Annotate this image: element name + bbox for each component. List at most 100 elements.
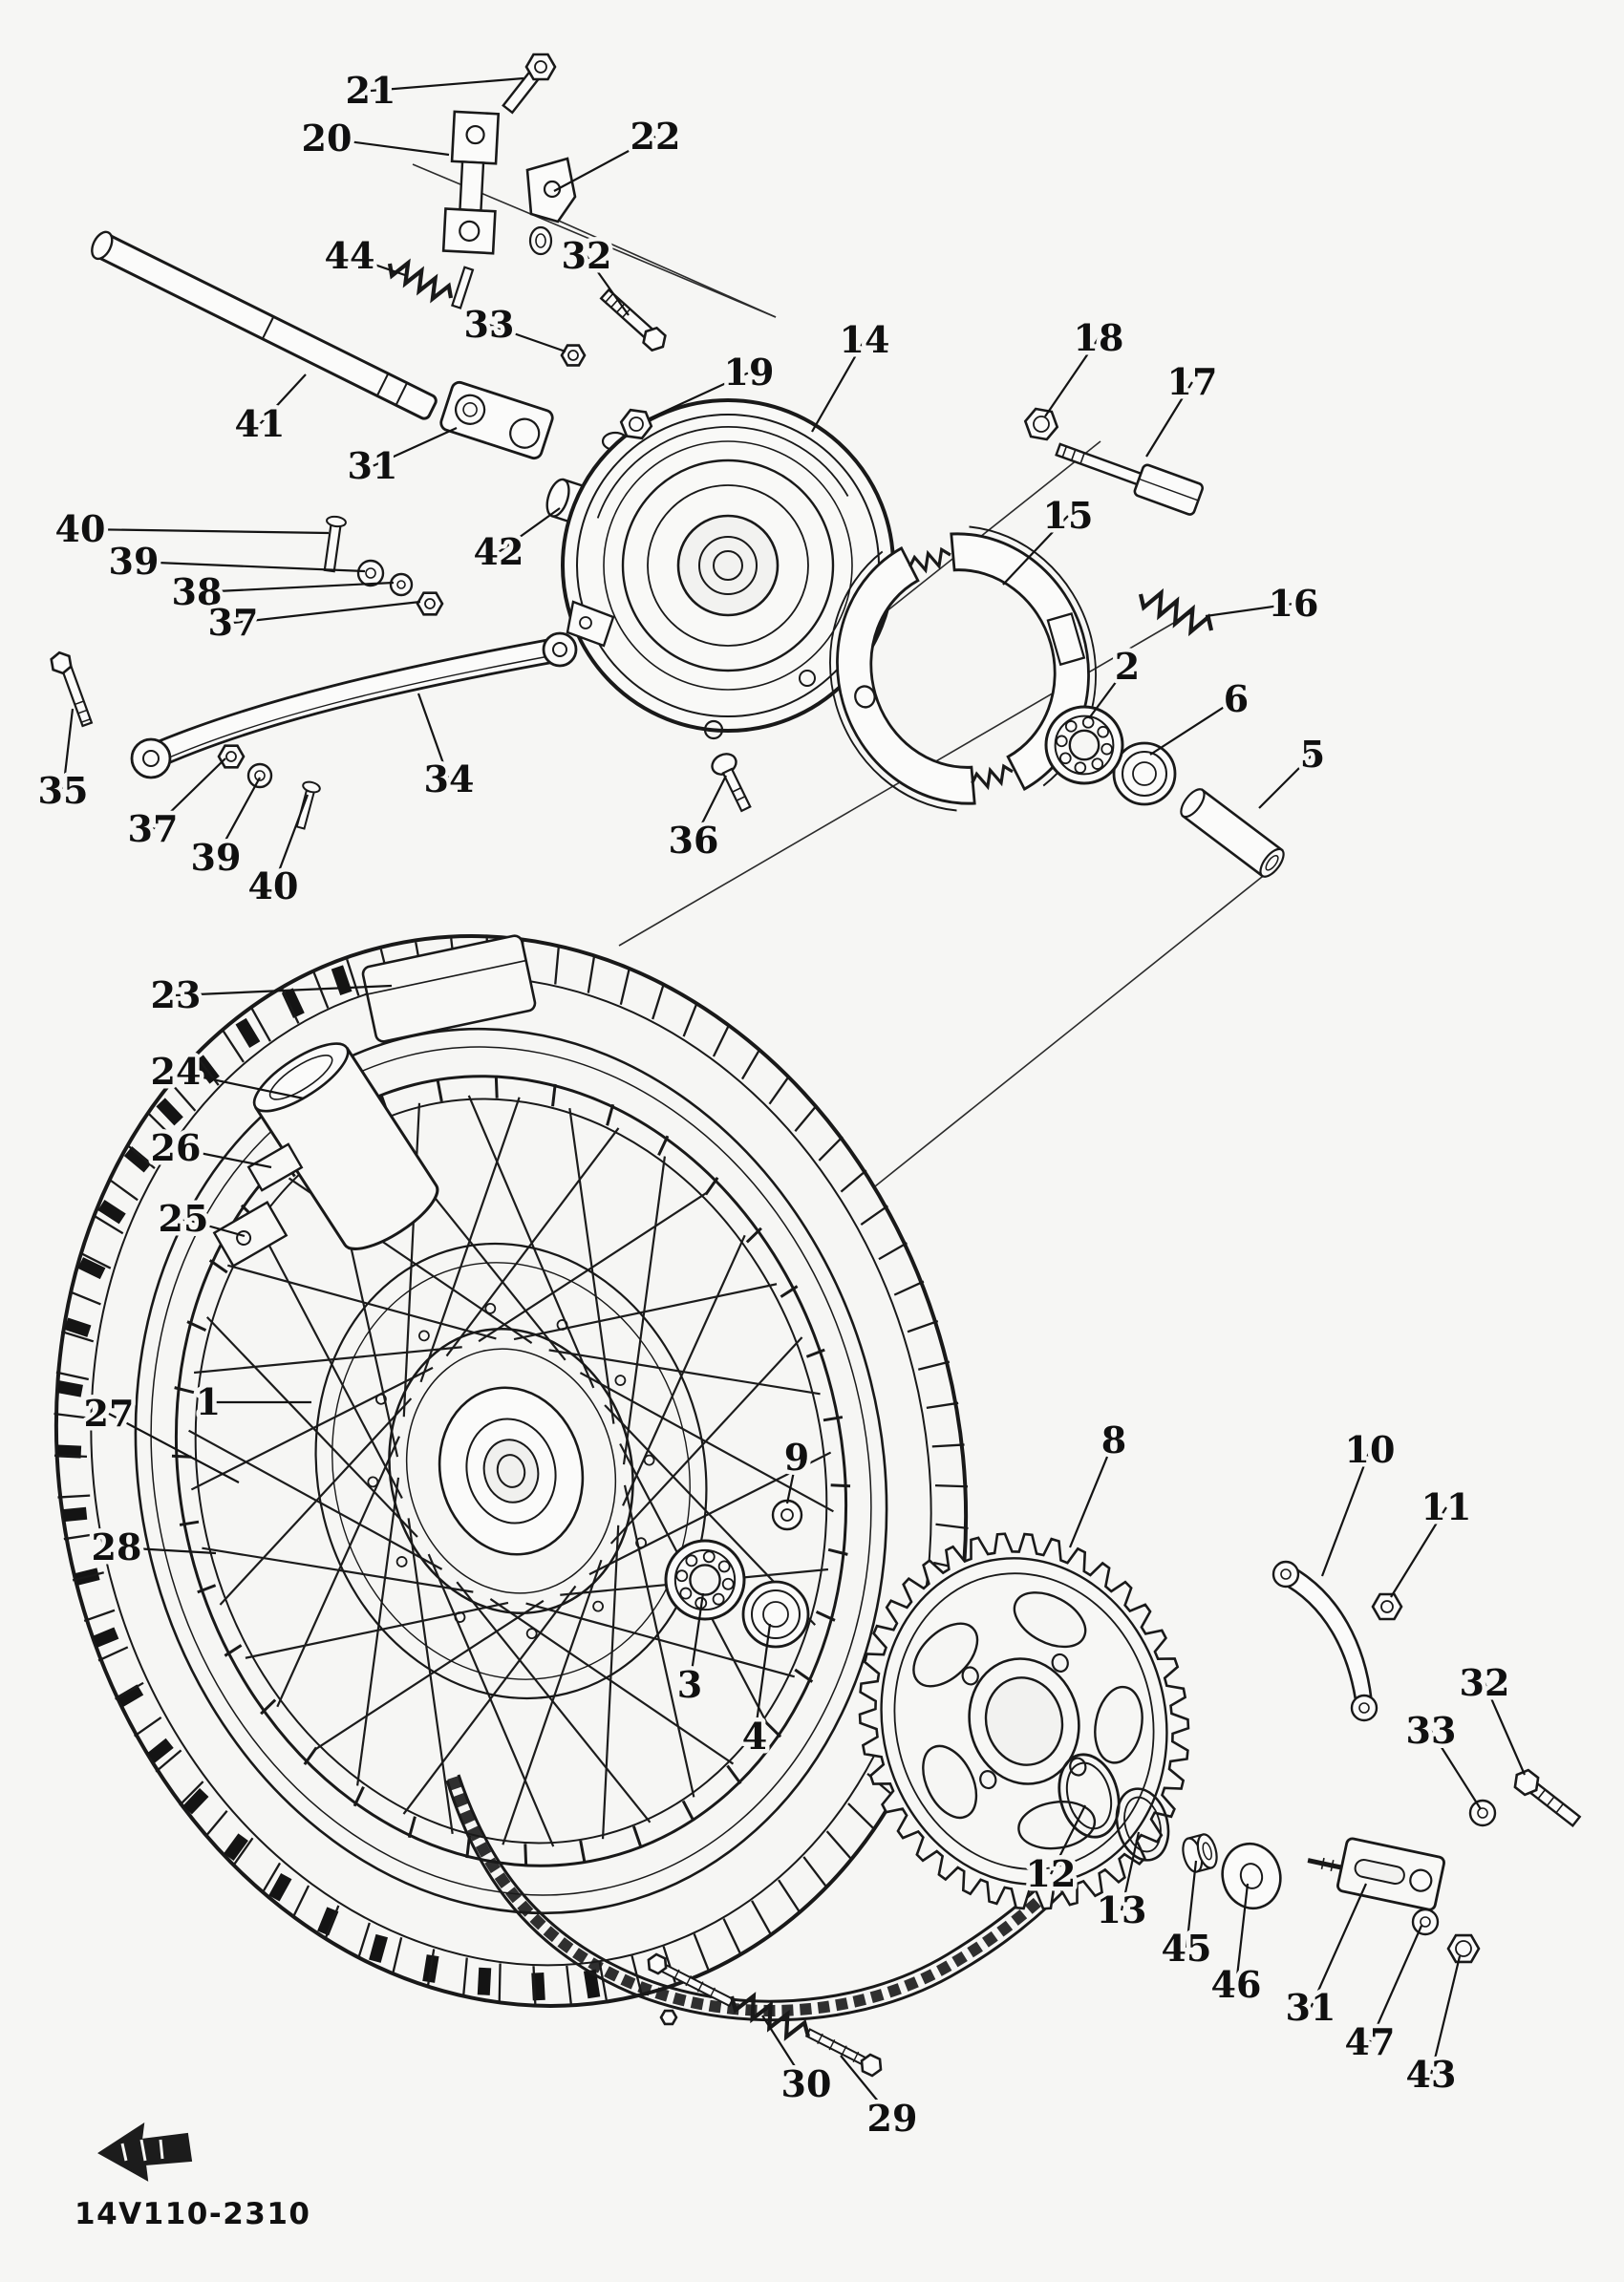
callout-leader-9	[785, 1457, 799, 1504]
lightening-hole	[1013, 1591, 1087, 1649]
spoke	[609, 1336, 803, 1545]
spoke-nipple	[551, 1083, 557, 1107]
rim-inner	[194, 1098, 828, 1845]
callout-15: 15	[1043, 494, 1094, 537]
tread-tick	[204, 1810, 228, 1838]
tread-tick	[53, 1412, 87, 1419]
diagram-code: 14V110-2310	[75, 2197, 311, 2231]
tread-knob	[531, 1972, 545, 2001]
tread-tick	[97, 1646, 129, 1662]
tread-tick	[935, 1523, 969, 1530]
callout-leader-14	[811, 339, 865, 433]
callout-leader-37	[232, 600, 421, 625]
callout-leader-4	[753, 1623, 772, 1738]
callout-19: 19	[724, 351, 775, 394]
callout-43: 43	[1406, 2053, 1457, 2096]
hex-nut	[1371, 1592, 1403, 1621]
spoke-nipple	[179, 1520, 200, 1526]
callout-leader-45	[1185, 1860, 1198, 1950]
flange-hole	[635, 1537, 647, 1549]
spoke	[419, 1097, 521, 1383]
flange-hole	[556, 1319, 568, 1331]
tread-tick	[93, 1214, 124, 1235]
callout-40: 40	[55, 507, 106, 550]
callout-leader-44	[349, 254, 406, 277]
tread-tick	[893, 1280, 925, 1296]
tread-tick	[931, 1443, 965, 1448]
spoke-nipple	[763, 1720, 782, 1738]
tread-tick	[63, 1533, 96, 1541]
flange-hole	[484, 1302, 497, 1314]
hex-nut	[642, 326, 667, 352]
hex-nut	[619, 408, 653, 440]
tread-tick	[682, 1002, 698, 1037]
ring-13	[1115, 1787, 1170, 1862]
callout-8: 8	[1101, 1418, 1126, 1461]
oil-seal-4	[741, 1580, 810, 1649]
lightening-hole	[1094, 1685, 1143, 1764]
tread-knob	[235, 1017, 261, 1048]
callout-2: 2	[1115, 645, 1140, 688]
tread-tick	[598, 1962, 608, 2000]
tread-tick	[740, 1048, 761, 1080]
spoke-nipple	[197, 1584, 217, 1594]
spoke-nipple	[579, 1840, 587, 1864]
tread-tick	[693, 1933, 710, 1971]
callout-leader-15	[1002, 515, 1069, 586]
tread-tick	[587, 956, 596, 993]
callout-6: 6	[1224, 677, 1249, 720]
callout-leader-13	[1120, 1831, 1141, 1911]
flange-hole	[525, 1628, 538, 1640]
flange-hole	[375, 1393, 387, 1405]
callout-leader-3	[688, 1592, 705, 1686]
spoke	[190, 1366, 434, 1491]
flange-hole	[367, 1476, 379, 1488]
callout-25: 25	[159, 1197, 209, 1240]
spoke-nipple	[303, 1746, 318, 1765]
callout-leader-40	[271, 794, 310, 887]
lightening-hole	[922, 1744, 978, 1820]
sprocket-rim	[880, 1557, 1168, 1886]
tread-tick	[170, 1082, 197, 1112]
hex-nut	[416, 591, 444, 616]
tread-knob	[62, 1506, 88, 1523]
tread-tick	[619, 969, 630, 1006]
callout-31: 31	[348, 444, 398, 487]
spoke	[314, 1599, 545, 1751]
nut-hole	[567, 350, 579, 361]
washer-hole	[396, 580, 406, 589]
tread-tick	[69, 1290, 101, 1306]
callout-leader-24	[175, 1070, 305, 1100]
flange-hole	[592, 1600, 604, 1612]
spoke-nipple	[827, 1547, 848, 1556]
callout-leader-35	[61, 708, 75, 792]
callout-46: 46	[1211, 1963, 1262, 2006]
pin-44	[451, 266, 475, 309]
tread-tick	[818, 1136, 844, 1162]
callout-leader-25	[182, 1217, 246, 1238]
spoke	[276, 1436, 400, 1708]
spoke	[513, 1283, 778, 1341]
callout-21: 21	[346, 69, 396, 112]
nut-hole	[1455, 1940, 1472, 1957]
tread-tick	[134, 1716, 162, 1738]
callout-leader-6	[1149, 698, 1237, 756]
spoke-nipple	[436, 1078, 443, 1102]
callout-32: 32	[1460, 1661, 1510, 1704]
tread-tick	[291, 1885, 310, 1918]
callout-23: 23	[151, 973, 202, 1016]
callout-42: 42	[474, 530, 524, 573]
tread-knob	[123, 1146, 152, 1173]
tread-knob	[583, 1969, 601, 1999]
bolt-36	[711, 753, 752, 813]
spoke-nipple	[794, 1668, 814, 1683]
callout-17: 17	[1167, 360, 1218, 403]
callout-33: 33	[464, 303, 515, 346]
spring-30	[729, 1992, 811, 2041]
tread-tick	[346, 959, 360, 996]
spoke	[219, 1397, 413, 1606]
callout-leader-11	[1390, 1506, 1447, 1598]
callout-11: 11	[1421, 1485, 1472, 1528]
callout-leader-46	[1234, 1883, 1250, 1986]
callout-10: 10	[1345, 1428, 1396, 1471]
